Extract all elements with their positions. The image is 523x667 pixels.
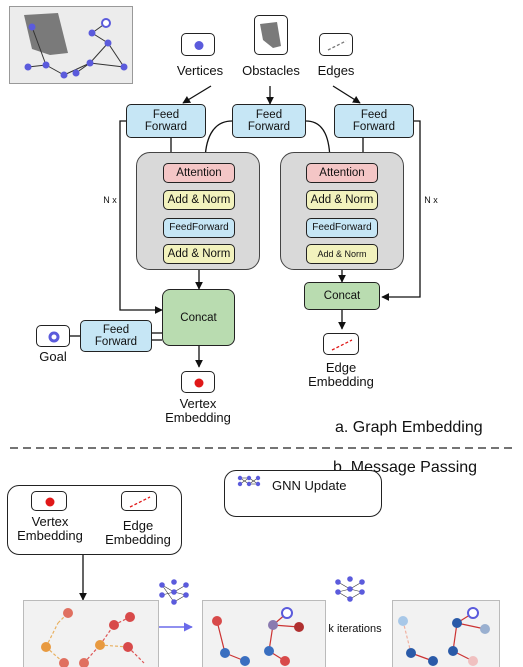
- mp-edge-embedding-label: Edge Embedding: [105, 518, 171, 547]
- goal-label: Goal: [39, 349, 67, 364]
- edge-add-norm-1: Add & Norm: [306, 190, 378, 210]
- vertex-embedding-label: Vertex Embedding: [165, 396, 231, 425]
- graph-stage-final: [392, 600, 500, 667]
- edge-attention: Attention: [306, 163, 378, 183]
- feed-forward-vertices: Feed Forward: [126, 104, 206, 138]
- feed-forward-edges: Feed Forward: [334, 104, 414, 138]
- gnn-update-label: GNN Update: [272, 478, 347, 493]
- vertex-concat: Concat: [162, 289, 235, 346]
- obstacles-icon: [254, 15, 288, 55]
- vertices-label: Vertices: [176, 63, 224, 78]
- edges-icon: [319, 33, 353, 56]
- vertex-feedforward: FeedForward: [163, 218, 235, 238]
- feed-forward-goal: Feed Forward: [80, 320, 152, 352]
- input-graph-thumbnail: [9, 6, 133, 84]
- edge-concat: Concat: [304, 282, 380, 310]
- edge-feedforward: FeedForward: [306, 218, 378, 238]
- vertex-embedding-icon: [181, 371, 215, 393]
- edge-embedding-icon: [323, 333, 359, 355]
- vertex-attention: Attention: [163, 163, 235, 183]
- graph-thumbnail-icon: [24, 13, 128, 79]
- goal-icon: [36, 325, 70, 347]
- k-iterations-label: k iterations: [315, 622, 395, 636]
- right-repeat-label: N x: [424, 195, 438, 205]
- edge-add-norm-2: Add & Norm: [306, 244, 378, 264]
- vertices-icon: [181, 33, 215, 56]
- edge-embedding-label: Edge Embedding: [308, 360, 374, 389]
- vertex-add-norm-1: Add & Norm: [163, 190, 235, 210]
- vertex-add-norm-2: Add & Norm: [163, 244, 235, 264]
- mp-vertex-embedding-icon: [31, 491, 67, 511]
- section-graph-embedding-title: a. Graph Embedding: [335, 419, 483, 436]
- mp-edge-embedding-icon: [121, 491, 157, 511]
- graph-stage-initial: [23, 600, 159, 667]
- graph-stage-updated: [202, 600, 326, 667]
- mp-vertex-embedding-label: Vertex Embedding: [17, 514, 83, 543]
- edges-label: Edges: [317, 63, 355, 78]
- left-repeat-label: N x: [103, 195, 117, 205]
- obstacles-label: Obstacles: [242, 63, 300, 78]
- feed-forward-obstacles: Feed Forward: [232, 104, 306, 138]
